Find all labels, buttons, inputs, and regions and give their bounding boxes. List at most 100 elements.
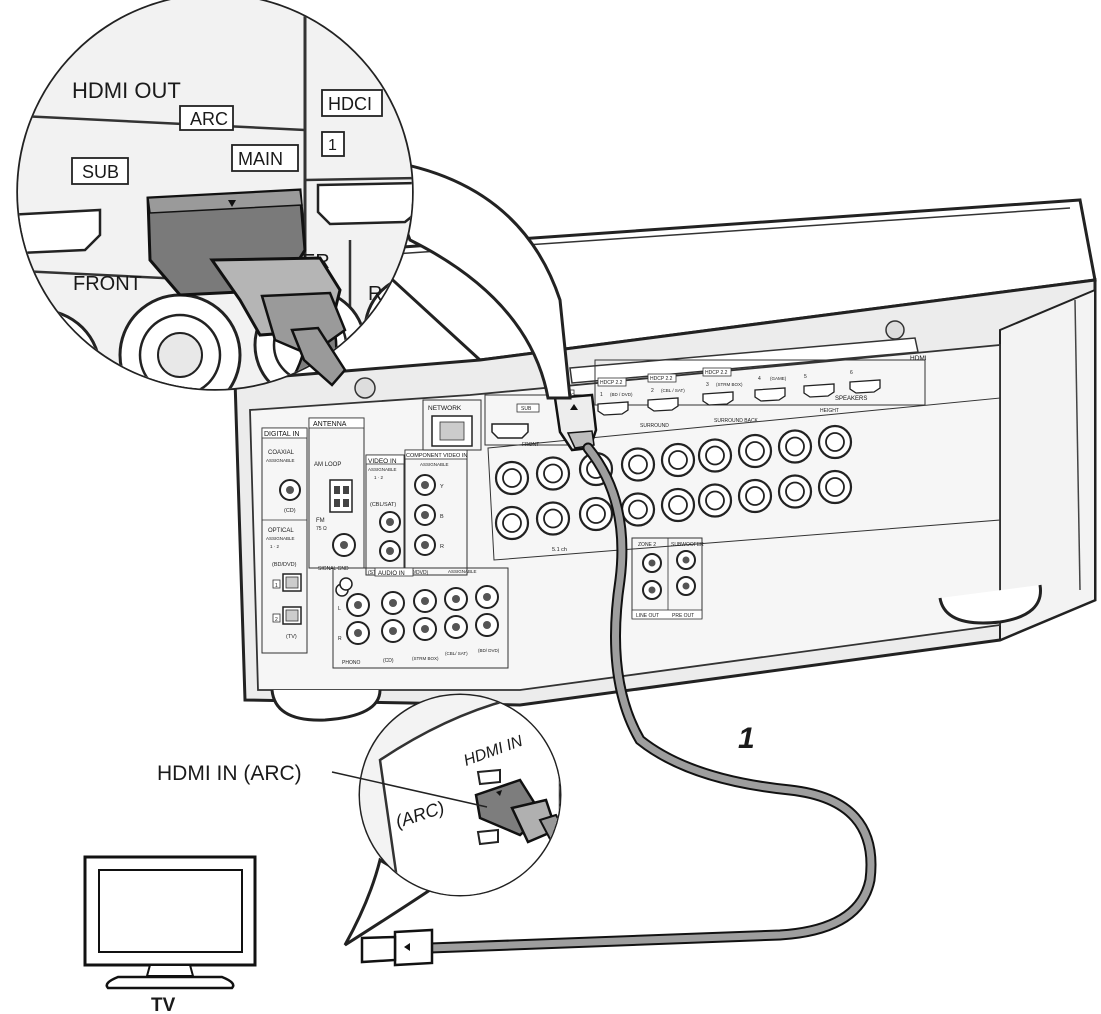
- audio-cd-label: (CD): [383, 658, 394, 664]
- hdmi-in-port-1: [597, 401, 629, 416]
- callout-front-label: FRONT: [73, 273, 142, 295]
- callout-r-label: R: [368, 283, 382, 305]
- hdmi-in-port-5: [803, 383, 835, 398]
- audio-in-section: AUDIO IN ASSIGNABLE L R PHONO (CD) (STRM…: [332, 567, 509, 669]
- component-assignable-label: ASSIGNABLE: [420, 462, 449, 467]
- hdmi-in-port-6: [849, 379, 881, 394]
- speakers-label: SPEAKERS: [835, 396, 867, 402]
- video-cbl-sat-label: (CBL/SAT): [370, 502, 396, 508]
- audio-bd-label: (BD/ DVD): [478, 648, 500, 653]
- optical-marks: 1 · 2: [270, 544, 280, 549]
- audio-rca-jack-center: [483, 621, 491, 629]
- tv-label: TV: [151, 995, 176, 1014]
- zone2-subwoofer-section: ZONE 2 SUBWOOFER LINE OUT PRE OUT: [631, 537, 704, 620]
- audio-in-label: AUDIO IN: [378, 571, 405, 577]
- optical-bd-dvd-label: (BD/DVD): [272, 562, 297, 568]
- hdmi-in-arc-label: HDMI IN (ARC): [157, 762, 302, 785]
- audio-rca-jack-center: [483, 593, 491, 601]
- hdmi-in-port-4: [754, 387, 786, 402]
- callout-hdmi-out-label: HDMI OUT: [72, 78, 181, 103]
- speakers-section: SPEAKERS SURROUND SURROUND BACK HEIGHT 5…: [487, 396, 1001, 561]
- audio-phono-label: PHONO: [342, 660, 360, 666]
- hdmi-in-2-label: (CBL / SAT): [661, 388, 685, 393]
- callout-hdmi-plug: [146, 188, 347, 389]
- audio-rca-jack-center: [452, 595, 460, 603]
- optical-tv-label: (TV): [286, 634, 297, 640]
- callout-hdcp-label: HDCI: [328, 94, 372, 114]
- antenna-label: ANTENNA: [313, 421, 347, 428]
- surround-label: SURROUND: [640, 423, 669, 429]
- video-in-label: VIDEO IN: [368, 458, 397, 465]
- hdcp-1-label: HDCP 2.2: [600, 380, 623, 386]
- coaxial-cd-label: (CD): [284, 508, 296, 514]
- audio-rca-jack-center: [354, 601, 362, 609]
- component-r-label: R: [440, 544, 444, 550]
- speaker-terminal-inner: [825, 432, 845, 452]
- audio-gnd-screw: [339, 577, 353, 591]
- receiver-hdmi-sub-port: [491, 423, 529, 439]
- hdmi-in-num-6: 6: [850, 370, 853, 376]
- hdmi-in-num-3: 3: [706, 382, 709, 388]
- audio-jacks: [346, 585, 499, 645]
- subwoofer-label: SUBWOOFER: [671, 542, 704, 548]
- component-b-label: B: [440, 514, 444, 520]
- channel-label: 5.1 ch: [552, 547, 567, 553]
- height-label: HEIGHT: [820, 408, 839, 414]
- am-loop-label: AM LOOP: [314, 462, 341, 468]
- line-out-label: LINE OUT: [636, 613, 659, 619]
- audio-strm-label: (STRM BOX): [412, 656, 439, 661]
- callout-arc-label: ARC: [190, 109, 228, 129]
- hdmi-in-4-label: (GAME): [770, 376, 787, 381]
- hdmi-in-3-label: (STRM BOX): [716, 382, 743, 387]
- speaker-terminal-inner: [745, 486, 765, 506]
- audio-r-label: R: [338, 636, 342, 642]
- component-bd-dvd-label: (BD/DVD): [406, 570, 429, 576]
- tv-callout: HDMI IN (ARC): [343, 693, 562, 947]
- speaker-terminal-inner: [785, 436, 805, 457]
- audio-l-label: L: [338, 606, 341, 612]
- receiver-hdmi-sub-label: SUB: [521, 406, 532, 412]
- speaker-terminal-inner: [628, 454, 648, 475]
- surround-back-label: SURROUND BACK: [714, 418, 759, 424]
- network-label: NETWORK: [428, 405, 462, 412]
- hdmi-in-port-3: [702, 391, 734, 406]
- hdmi-in-section: HDMI HDCP 2.2 HDCP 2.2 HDCP 2.2 1 (BD / …: [594, 355, 927, 416]
- component-y-label: Y: [440, 484, 444, 490]
- pre-out-label: PRE OUT: [672, 613, 694, 619]
- hdmi-in-num-4: 4: [758, 376, 761, 382]
- receiver-front-label: FRONT: [522, 442, 539, 448]
- video-marks: 1 · 2: [374, 475, 384, 480]
- audio-rca-jack-center: [452, 623, 460, 631]
- audio-assignable-label: ASSIGNABLE: [448, 569, 477, 574]
- component-video-in-label: COMPONENT VIDEO IN: [406, 453, 467, 459]
- hdcp-3-label: HDCP 2.2: [705, 370, 728, 376]
- zone2-label: ZONE 2: [638, 542, 656, 548]
- digital-in-label: DIGITAL IN: [264, 431, 299, 438]
- speaker-terminal-inner: [502, 513, 522, 533]
- hdmi-in-1-label: (BD / DVD): [610, 392, 633, 397]
- hdmi-in-num-5: 5: [804, 374, 807, 380]
- speaker-terminals: [494, 424, 853, 541]
- hdcp-2-label: HDCP 2.2: [650, 376, 673, 382]
- video-assignable-label: ASSIGNABLE: [368, 467, 397, 472]
- callout-sub-label: SUB: [82, 162, 119, 182]
- speaker-terminal-inner: [825, 477, 845, 497]
- audio-rca-jack-center: [421, 597, 429, 605]
- callout-one-label: 1: [328, 137, 337, 154]
- speaker-terminal-inner: [543, 463, 563, 484]
- step-number: 1: [738, 722, 755, 755]
- signal-gnd-label: SIGNAL GND: [318, 566, 349, 572]
- fm-ohm-label: 75 Ω: [316, 526, 327, 532]
- network-section: NETWORK: [422, 399, 482, 451]
- digital-in-section: DIGITAL IN COAXIAL ASSIGNABLE (CD) OPTIC…: [261, 427, 308, 654]
- hdmi-in-num-2: 2: [651, 388, 654, 394]
- speaker-terminal-inner: [668, 495, 688, 515]
- callout-main-label: MAIN: [238, 149, 283, 169]
- speaker-terminal-inner: [745, 441, 765, 461]
- audio-cbl-label: (CBL/ SAT): [445, 651, 468, 656]
- speaker-terminal-inner: [668, 450, 688, 470]
- hdmi-in-arc-leader: [331, 771, 488, 808]
- am-loop-terminal: [329, 479, 353, 513]
- coaxial-label: COAXIAL: [268, 450, 295, 456]
